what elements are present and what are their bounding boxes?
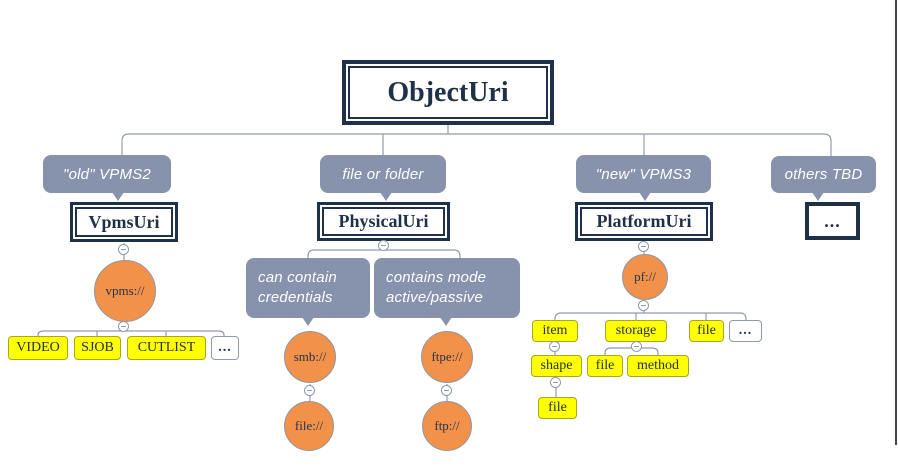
collapse-toggle-icon[interactable] bbox=[304, 385, 315, 396]
leaf-sjob[interactable]: SJOB bbox=[74, 336, 121, 360]
shape-label: shape bbox=[540, 358, 573, 373]
leaf-method[interactable]: method bbox=[627, 355, 689, 377]
physicaluri-label: PhysicalUri bbox=[338, 211, 429, 231]
ftpe-scheme-label: ftpe:// bbox=[431, 349, 463, 364]
callout-others-label: others TBD bbox=[784, 166, 863, 183]
collapse-toggle-icon[interactable] bbox=[118, 321, 129, 332]
file-top-label: file bbox=[697, 323, 716, 338]
scheme-circle-pf[interactable]: pf:// bbox=[622, 254, 668, 300]
leaf-shape-file[interactable]: file bbox=[538, 397, 577, 419]
scheme-circle-ftpe[interactable]: ftpe:// bbox=[421, 331, 473, 383]
callout-tail bbox=[812, 192, 824, 201]
storage-file-label: file bbox=[595, 358, 615, 373]
storage-label: storage bbox=[615, 323, 657, 338]
more-label: ... bbox=[218, 340, 232, 355]
scheme-circle-file[interactable]: file:// bbox=[284, 401, 334, 451]
note-ftpe-text: contains mode active/passive bbox=[386, 268, 487, 306]
callout-tail bbox=[302, 317, 314, 326]
others-ellipsis-label: ... bbox=[824, 210, 841, 231]
pf-scheme-label: pf:// bbox=[634, 269, 656, 284]
leaf-more-vpms[interactable]: ... bbox=[211, 336, 239, 360]
root-node-objecturi[interactable]: ObjectUri bbox=[342, 60, 554, 125]
video-label: VIDEO bbox=[16, 340, 60, 355]
method-label: method bbox=[637, 358, 679, 373]
file-scheme-label: file:// bbox=[294, 418, 324, 433]
node-vpmsuri[interactable]: VpmsUri bbox=[70, 202, 178, 242]
leaf-cutlist[interactable]: CUTLIST bbox=[127, 336, 206, 360]
node-platformuri[interactable]: PlatformUri bbox=[575, 202, 713, 241]
collapse-toggle-icon[interactable] bbox=[118, 244, 129, 255]
callout-old-vpms2[interactable]: "old" VPMS2 bbox=[43, 155, 171, 201]
leaf-file-top[interactable]: file bbox=[689, 320, 724, 342]
leaf-shape[interactable]: shape bbox=[531, 355, 582, 377]
callout-tail bbox=[440, 317, 452, 326]
callout-tail bbox=[380, 192, 392, 201]
sjob-label: SJOB bbox=[81, 340, 114, 355]
collapse-toggle-icon[interactable] bbox=[638, 241, 649, 252]
scheme-circle-ftp[interactable]: ftp:// bbox=[422, 401, 472, 451]
smb-scheme-label: smb:// bbox=[293, 349, 327, 364]
collapse-toggle-icon[interactable] bbox=[631, 341, 642, 352]
callout-tail bbox=[639, 192, 651, 201]
vpms-scheme-label: vpms:// bbox=[105, 283, 145, 298]
collapse-toggle-icon[interactable] bbox=[549, 341, 560, 352]
callout-new-label: "new" VPMS3 bbox=[595, 165, 692, 183]
callout-old-label: "old" VPMS2 bbox=[63, 165, 151, 183]
callout-file-or-folder[interactable]: file or folder bbox=[320, 155, 446, 201]
ftp-scheme-label: ftp:// bbox=[434, 418, 460, 433]
collapse-toggle-icon[interactable] bbox=[638, 300, 649, 311]
node-others-ellipsis[interactable]: ... bbox=[805, 202, 860, 240]
callout-file-label: file or folder bbox=[342, 165, 424, 183]
scheme-circle-vpms[interactable]: vpms:// bbox=[94, 260, 156, 322]
collapse-toggle-icon[interactable] bbox=[550, 377, 561, 388]
leaf-storage-file[interactable]: file bbox=[587, 355, 623, 377]
more-platform-label: ... bbox=[738, 323, 753, 338]
leaf-video[interactable]: VIDEO bbox=[8, 336, 68, 360]
note-can-contain-credentials[interactable]: can contain credentials bbox=[246, 258, 370, 326]
callout-new-vpms3[interactable]: "new" VPMS3 bbox=[576, 155, 711, 201]
window-edge bbox=[895, 0, 897, 445]
leaf-more-platform[interactable]: ... bbox=[729, 320, 762, 342]
scheme-circle-smb[interactable]: smb:// bbox=[284, 331, 336, 383]
note-contains-mode[interactable]: contains mode active/passive bbox=[374, 258, 520, 326]
leaf-storage[interactable]: storage bbox=[605, 320, 667, 342]
shape-file-label: file bbox=[548, 400, 567, 415]
callout-tail bbox=[112, 192, 124, 201]
leaf-item[interactable]: item bbox=[532, 320, 578, 342]
vpmsuri-label: VpmsUri bbox=[88, 211, 160, 232]
platformuri-label: PlatformUri bbox=[596, 211, 692, 231]
collapse-toggle-icon[interactable] bbox=[441, 385, 452, 396]
node-physicaluri[interactable]: PhysicalUri bbox=[317, 202, 450, 241]
cutlist-label: CUTLIST bbox=[137, 340, 196, 355]
root-label: ObjectUri bbox=[387, 76, 509, 108]
note-smb-text: can contain credentials bbox=[258, 268, 337, 306]
item-label: item bbox=[542, 323, 568, 338]
callout-others-tbd[interactable]: others TBD bbox=[771, 156, 876, 201]
collapse-toggle-icon[interactable] bbox=[378, 240, 389, 251]
